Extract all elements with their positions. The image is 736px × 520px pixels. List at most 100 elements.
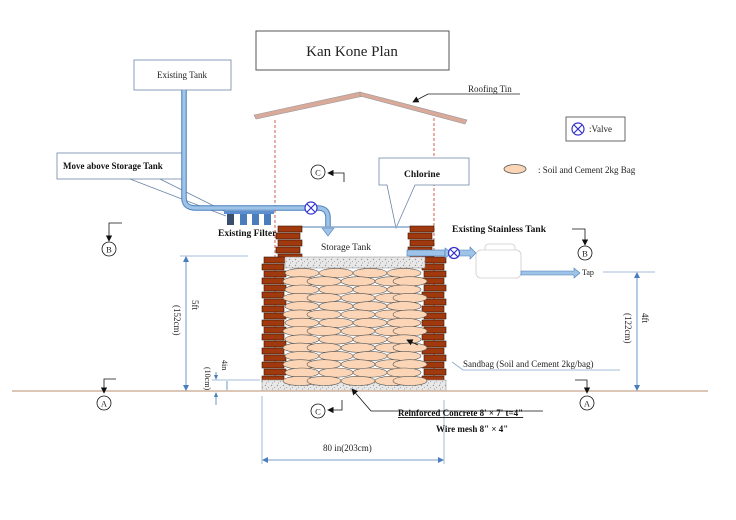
tap-label: Tap: [582, 268, 594, 277]
brick: [263, 284, 287, 292]
sandbag: [392, 359, 428, 370]
sandbag: [392, 276, 428, 287]
base-thickness-dimension: 4in (10cm): [203, 360, 260, 405]
brick: [263, 312, 287, 320]
sandbag: [392, 326, 428, 336]
sandbag: [352, 301, 388, 312]
section-marker-a-right: A: [575, 379, 595, 411]
svg-text:80 in(203cm): 80 in(203cm): [323, 443, 372, 453]
existing-tank-box: [133, 59, 232, 91]
sandbag: [306, 375, 342, 386]
svg-text:B: B: [582, 249, 588, 259]
sandbag: [352, 334, 388, 345]
brick: [409, 239, 435, 247]
brick: [263, 270, 287, 278]
sandbag: [284, 317, 320, 328]
existing-filter: [224, 211, 274, 225]
sandbag: [340, 375, 376, 386]
brick: [407, 232, 433, 240]
chlorine-label: Chlorine: [404, 170, 440, 180]
sandbag: [340, 309, 376, 320]
width-dimension: 80 in(203cm): [261, 396, 445, 464]
sandbag: [306, 359, 342, 370]
stainless-tank-label: Existing Stainless Tank: [452, 225, 547, 235]
sandbag: [392, 375, 428, 386]
height-dimension-right: 4ft (122cm): [603, 271, 655, 391]
brick: [275, 246, 301, 254]
height-dimension-left: 5ft (152cm): [172, 255, 248, 391]
brick: [263, 340, 287, 348]
sandbag: [386, 334, 422, 345]
bag-legend-icon: [503, 164, 527, 174]
sandbag: [306, 326, 342, 336]
sandbag: [318, 284, 354, 295]
top-slab: [284, 256, 426, 269]
sandbag: [386, 351, 422, 361]
sandbag: [352, 284, 388, 295]
sandbag: [284, 334, 320, 345]
brick: [261, 333, 285, 341]
brick: [423, 368, 447, 376]
brick: [263, 298, 287, 306]
brick: [275, 232, 301, 240]
brick: [277, 225, 303, 233]
existing-tank-label: Existing Tank: [157, 70, 207, 80]
brick: [423, 312, 447, 320]
svg-text::Valve: :Valve: [589, 124, 612, 134]
valve-icon: [571, 122, 585, 136]
concrete-leader: [351, 388, 372, 412]
section-marker-c-bottom: C: [310, 400, 343, 419]
svg-text:4ft: 4ft: [640, 313, 650, 323]
sandbag: [352, 367, 388, 378]
sandbag: [318, 367, 354, 378]
brick: [261, 263, 285, 271]
sandbag: [340, 292, 376, 303]
brick: [421, 305, 445, 313]
brick: [423, 326, 447, 334]
sandbag: [284, 301, 320, 312]
valve-legend: :Valve: [565, 116, 626, 142]
sandbag: [386, 301, 422, 312]
svg-text:4in: 4in: [220, 360, 229, 370]
svg-text:5ft: 5ft: [190, 300, 200, 310]
svg-text:A: A: [584, 399, 591, 409]
brick: [423, 284, 447, 292]
brick: [421, 333, 445, 341]
sandbag: [284, 284, 320, 295]
section-marker-c-top: C: [310, 164, 345, 182]
move-above-label: Move above Storage Tank: [63, 161, 163, 171]
reinforced-concrete-label: Reinforced Concrete 8' × 7' t=4": [398, 408, 523, 418]
sandbag: [284, 351, 320, 361]
sandbag: [306, 342, 342, 353]
brick: [423, 354, 447, 362]
sandbag-stack: [282, 268, 428, 386]
brick: [261, 305, 285, 313]
wire-mesh-label: Wire mesh 8" × 4": [436, 424, 508, 434]
sandbag: [284, 367, 320, 378]
sandbag: [340, 342, 376, 353]
svg-text:C: C: [315, 168, 321, 178]
title-box: Kan Kone Plan: [255, 30, 450, 71]
brick: [409, 225, 435, 233]
brick: [263, 256, 287, 264]
inlet-arrow: [321, 227, 335, 237]
section-marker-a-left: A: [96, 378, 116, 411]
sandbag-label: Sandbag (Soil and Cement 2kg/bag): [463, 359, 593, 369]
section-marker-b-right: B: [572, 228, 593, 261]
sandbag: [340, 326, 376, 336]
section-marker-b-left: B: [101, 222, 122, 257]
sandbag: [352, 351, 388, 361]
sandbag: [284, 268, 320, 278]
inlet-valve-icon: [304, 201, 318, 215]
roofing-tin: [253, 91, 468, 125]
sandbag: [340, 276, 376, 287]
brick: [263, 354, 287, 362]
brick: [423, 298, 447, 306]
tap-pipe: [520, 267, 581, 279]
brick: [423, 340, 447, 348]
sandbag: [318, 351, 354, 361]
chlorine-callout: [378, 157, 470, 230]
svg-text:C: C: [315, 407, 321, 417]
bag-legend-label: : Soil and Cement 2kg Bag: [538, 165, 636, 175]
sandbag: [392, 292, 428, 303]
